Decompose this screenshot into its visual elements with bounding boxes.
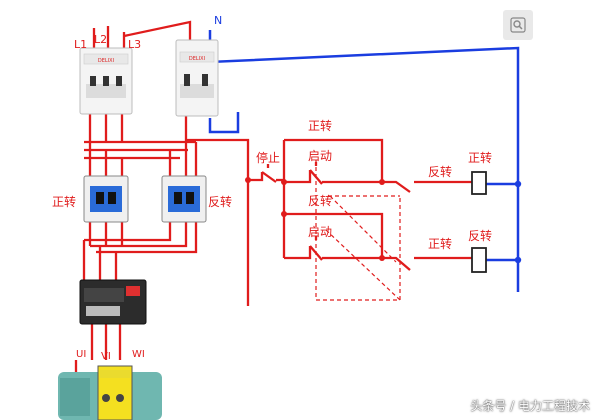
- two-pole-breaker: DELIXI: [175, 39, 219, 117]
- junction-dot: [379, 255, 385, 261]
- label-L1: L1: [74, 38, 87, 51]
- search-button[interactable]: [503, 10, 533, 40]
- label-reverse-interlock: 反转: [428, 164, 452, 179]
- label-L3: L3: [128, 38, 141, 51]
- junction-dot: [281, 211, 287, 217]
- label-forward-coil: 正转: [468, 150, 492, 165]
- svg-text:DELIXI: DELIXI: [189, 56, 205, 62]
- junction-dot: [245, 177, 251, 183]
- label-reverse-contactor: 反转: [208, 194, 232, 209]
- forward-coil: [471, 171, 487, 195]
- thermal-relay: [79, 279, 147, 325]
- label-W1: WI: [132, 349, 145, 360]
- label-N: N: [214, 14, 222, 27]
- motor: [58, 365, 162, 420]
- reverse-coil: [471, 247, 487, 273]
- forward-contactor: [83, 175, 129, 223]
- label-V1: VI: [101, 351, 111, 362]
- label-U1: UI: [76, 349, 86, 360]
- label-L2: L2: [94, 33, 107, 46]
- junction-dot: [514, 180, 522, 188]
- junction-dot: [379, 179, 385, 185]
- label-reverse-coil: 反转: [468, 228, 492, 243]
- junction-dot: [514, 256, 522, 264]
- label-reverse-middle: 反转: [308, 193, 332, 208]
- junction-dot: [281, 179, 287, 185]
- watermark: 头条号 / 电力工程技术: [470, 399, 590, 413]
- search-icon: [510, 17, 526, 33]
- interlock-lines: [315, 160, 401, 301]
- label-forward-top: 正转: [308, 118, 332, 133]
- label-start-top: 启动: [308, 149, 332, 163]
- svg-text:DELIXI: DELIXI: [98, 58, 114, 64]
- supply-wiring: [74, 20, 250, 390]
- reverse-contactor: [161, 175, 207, 223]
- label-forward-contactor: 正转: [52, 194, 76, 209]
- label-start-bottom: 启动: [308, 225, 332, 239]
- three-pole-breaker: DELIXI: [79, 47, 133, 115]
- label-stop: 停止: [256, 150, 280, 165]
- label-forward-interlock: 正转: [428, 236, 452, 251]
